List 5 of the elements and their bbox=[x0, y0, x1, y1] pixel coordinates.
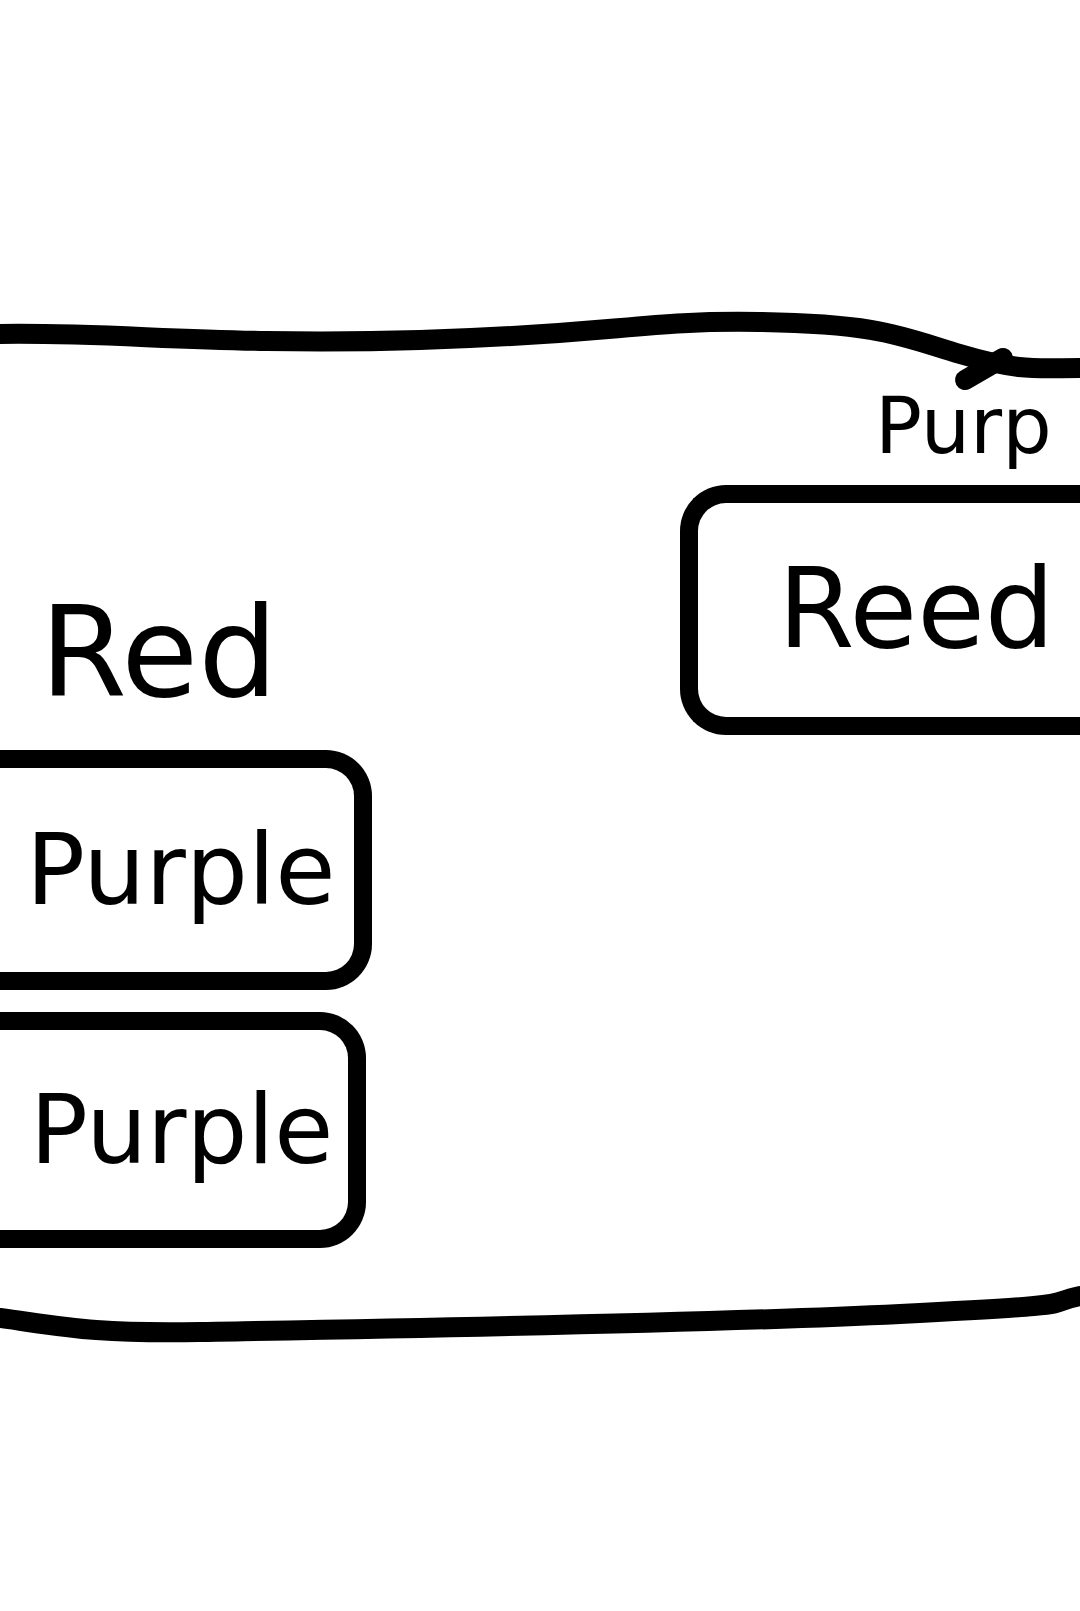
box-heading: Red bbox=[40, 579, 278, 727]
box-label: Purple bbox=[30, 1073, 334, 1188]
box-label: Reed bbox=[778, 544, 1055, 676]
box-heading: Purp bbox=[875, 380, 1052, 473]
box-label: Purple bbox=[26, 811, 336, 929]
